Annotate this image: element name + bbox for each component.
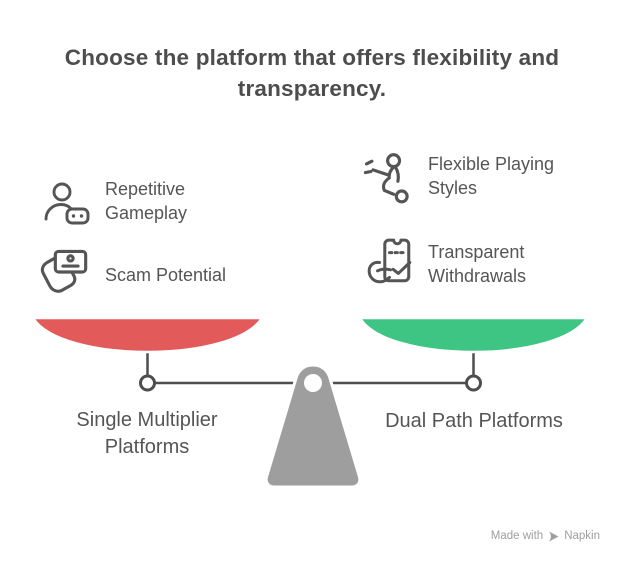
- napkin-logo-icon: [548, 531, 559, 542]
- right-pan: [358, 316, 589, 354]
- ticket-check-icon: [365, 236, 415, 288]
- left-pivot-circle: [139, 374, 156, 392]
- watermark-made-with-napkin[interactable]: Made with Napkin: [491, 530, 600, 542]
- feature-label-repetitive-gameplay: Repetitive Gameplay: [105, 179, 188, 223]
- right-pivot-circle: [465, 374, 482, 392]
- title-line-2: transparency.: [237, 76, 387, 101]
- kicking-player-icon: [360, 152, 412, 204]
- page-title: Choose the platform that offers flexibil…: [22, 42, 602, 104]
- feature-label-flexible-playing-styles: Flexible Playing Styles: [428, 154, 555, 198]
- scale-pedestal: [264, 363, 362, 489]
- pedestal-hole: [304, 374, 322, 392]
- left-pan: [31, 316, 264, 354]
- balance-scale-graphic: [31, 316, 589, 489]
- right-pan-label: Dual Path Platforms: [385, 410, 563, 432]
- title-line-1: Choose the platform that offers flexibil…: [64, 45, 560, 70]
- user-gamepad-icon: [42, 180, 90, 228]
- watermark-brand: Napkin: [564, 530, 600, 542]
- watermark-prefix: Made with: [490, 530, 544, 542]
- hand-card-icon: [38, 246, 90, 298]
- feature-label-scam-potential: Scam Potential: [105, 265, 227, 285]
- left-pan-label: Single Multiplier Platforms: [76, 409, 218, 458]
- feature-label-transparent-withdrawals: Transparent Withdrawals: [428, 242, 527, 286]
